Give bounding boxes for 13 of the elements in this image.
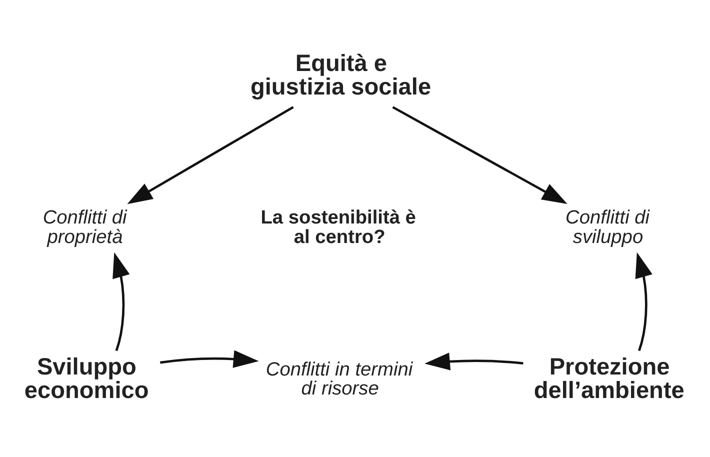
arrow (392, 106, 568, 204)
node-text: Sviluppo economico (24, 352, 149, 403)
arrow (424, 352, 524, 370)
arrow (112, 252, 130, 351)
node-text: Protezione dell’ambiente (534, 352, 684, 403)
node-text: Conflitti di sviluppo (566, 207, 650, 248)
arrow (635, 252, 652, 351)
node-text: Conflitti in termini di risorse (266, 358, 413, 399)
node-text: Equità e giustizia sociale (250, 50, 432, 100)
arrow (160, 350, 259, 368)
label: La sostenibilità è al centro? (260, 207, 416, 248)
arrow (127, 106, 294, 204)
node-text: Conflitti di proprietà (42, 207, 127, 248)
